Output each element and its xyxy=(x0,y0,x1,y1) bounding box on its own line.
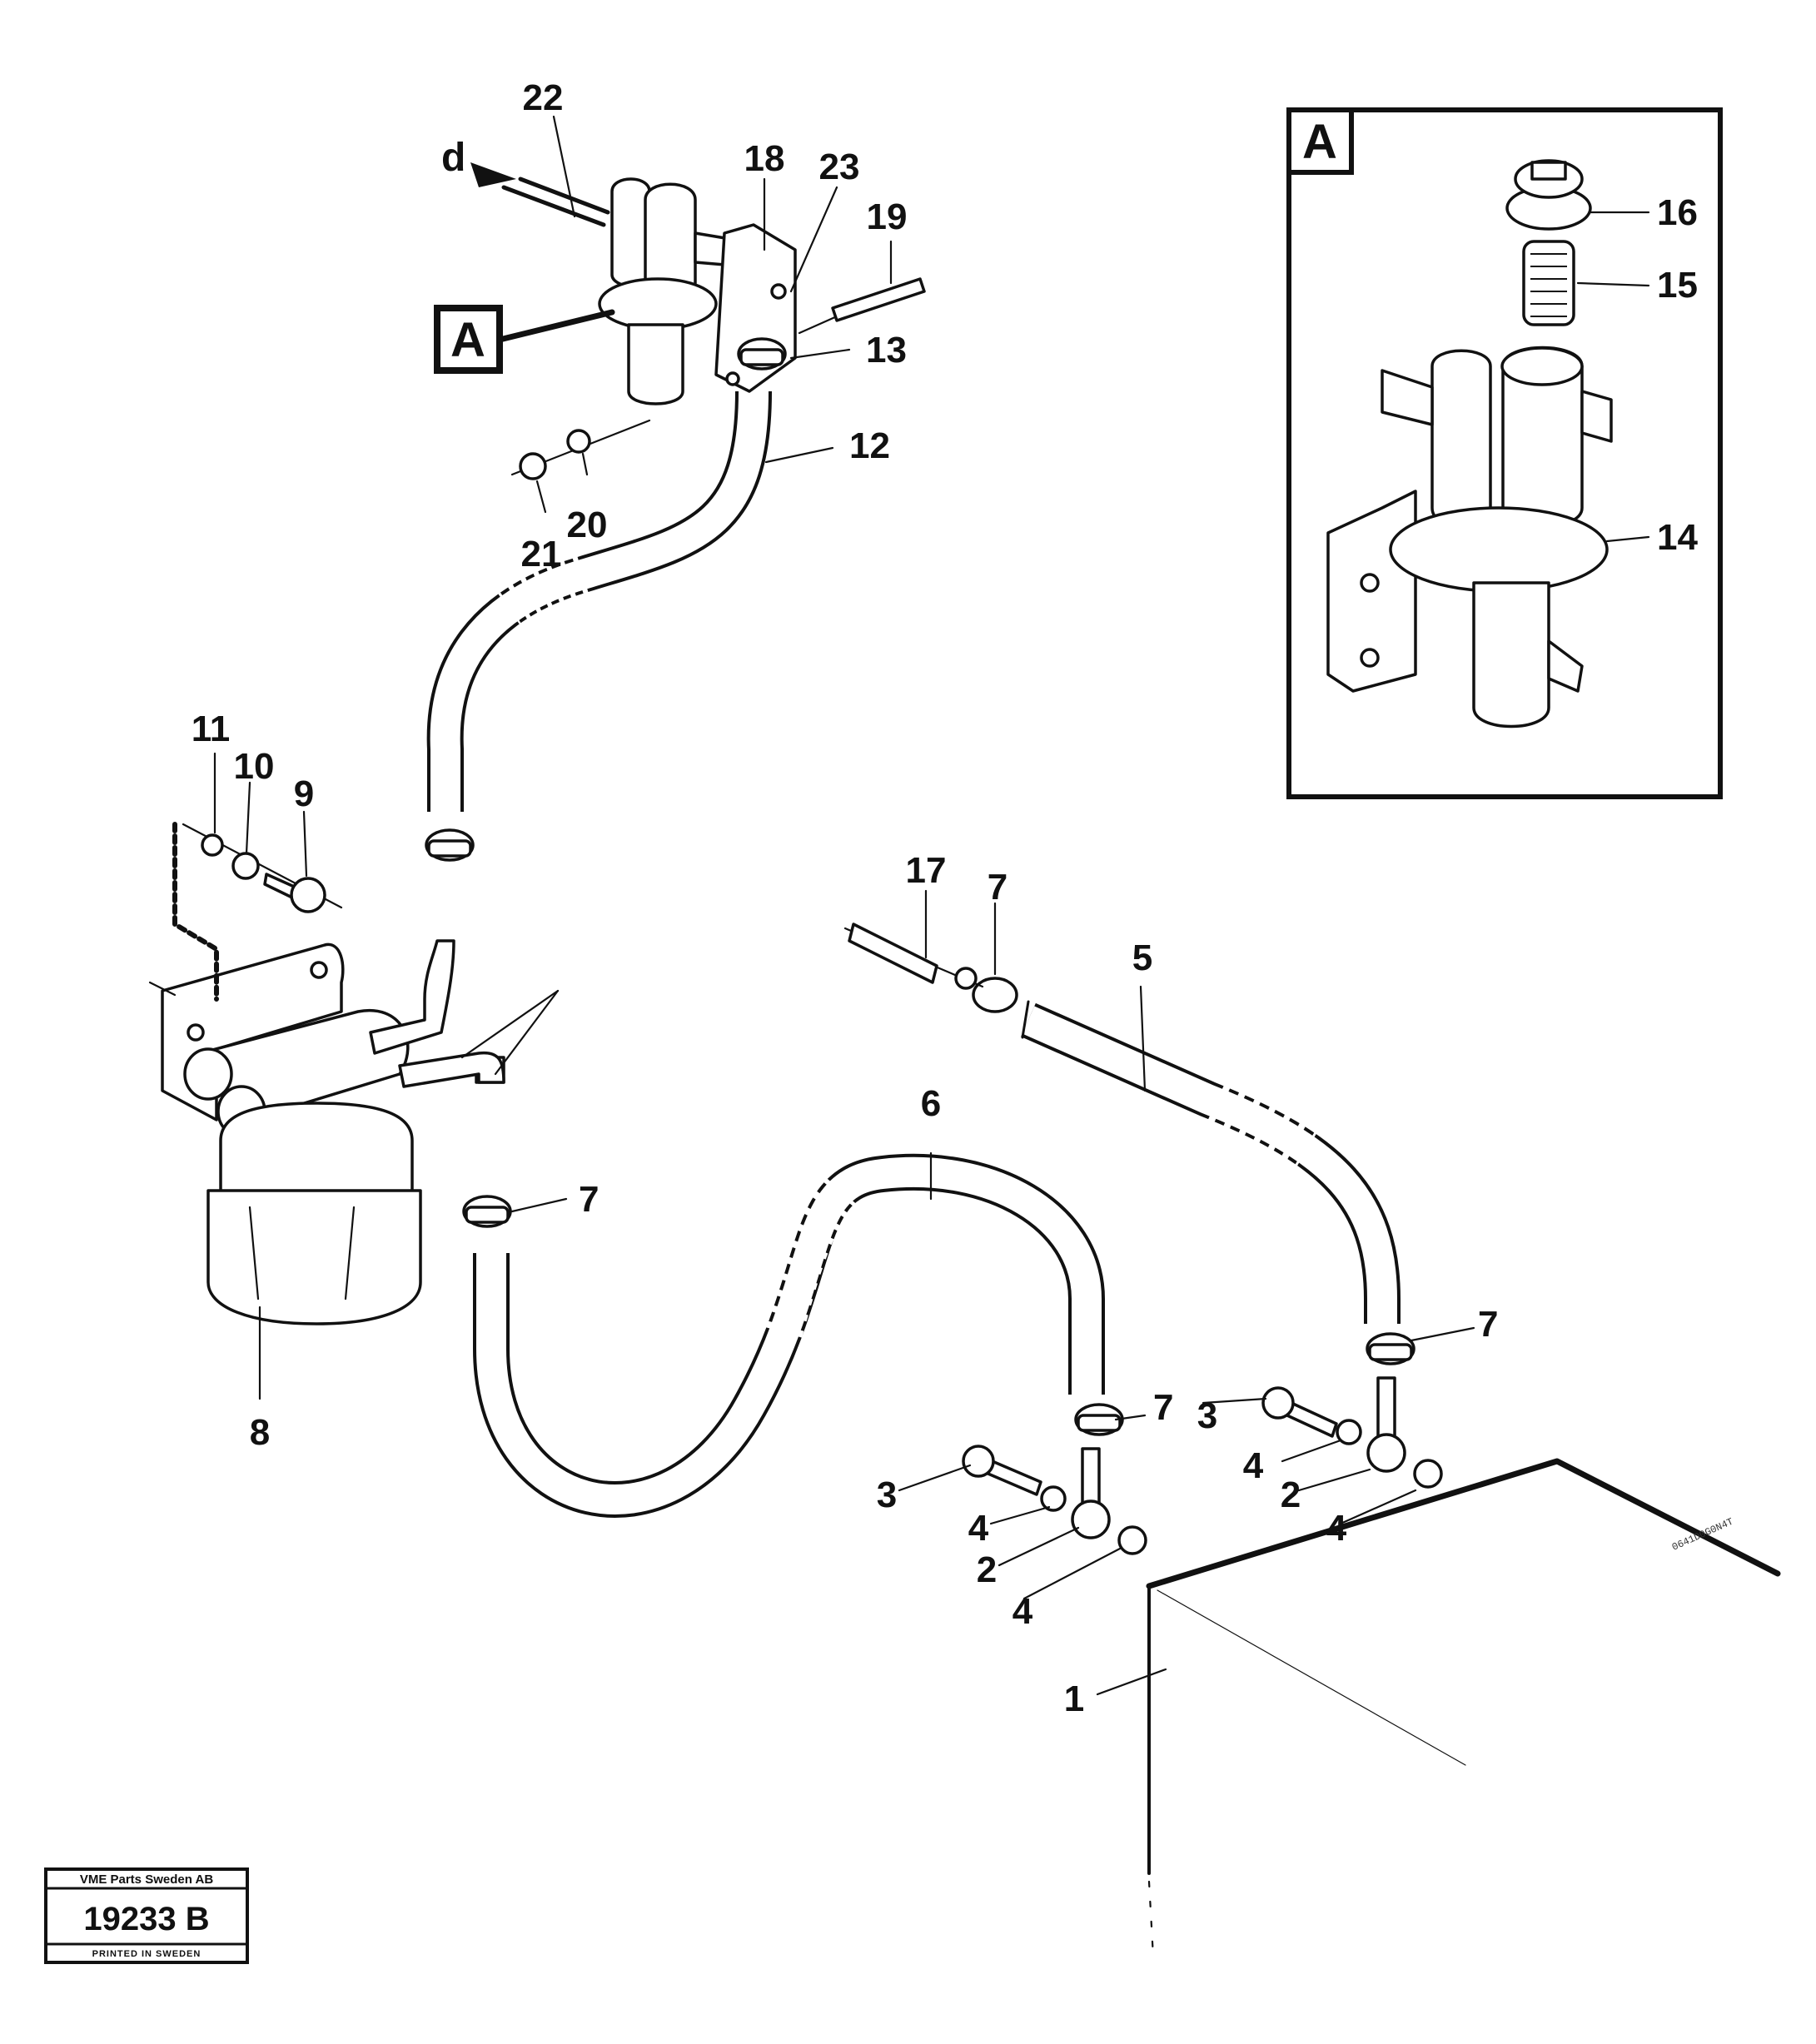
callout-23: 23 xyxy=(819,147,860,187)
callout-12: 12 xyxy=(849,425,890,466)
filter-mount-hardware xyxy=(182,823,343,913)
callout-1: 1 xyxy=(1064,1678,1084,1719)
view-marker-a-letter: A xyxy=(450,313,485,367)
clamp-13 xyxy=(737,337,787,371)
return-pipe-17 xyxy=(843,923,984,990)
callout-4-left-bottom: 4 xyxy=(1012,1591,1033,1632)
callout-3-left: 3 xyxy=(877,1475,897,1515)
flow-direction-label: d xyxy=(441,136,465,180)
fuel-filter xyxy=(148,822,505,1325)
callout-7-right: 7 xyxy=(1478,1304,1498,1345)
callout-8: 8 xyxy=(250,1412,270,1453)
callout-16: 16 xyxy=(1657,192,1698,233)
clamp-return-start xyxy=(972,977,1018,1013)
pump-hardware xyxy=(510,277,926,480)
callout-4-left-top: 4 xyxy=(968,1508,989,1549)
flow-direction-d: d xyxy=(441,136,516,187)
clamp-hose5-end xyxy=(1366,1332,1415,1365)
callout-15: 15 xyxy=(1657,265,1698,306)
callout-numbers: 22 18 23 19 13 12 20 21 11 10 9 8 7 17 7… xyxy=(192,77,1699,1719)
callout-17: 17 xyxy=(906,850,947,891)
fuel-pump xyxy=(501,177,797,405)
callout-3-right: 3 xyxy=(1197,1395,1217,1436)
callout-9: 9 xyxy=(294,773,314,814)
clamp-hose6-end xyxy=(1074,1403,1124,1436)
leader-lines xyxy=(213,115,1650,1696)
callout-7-return: 7 xyxy=(988,867,1008,908)
callout-5: 5 xyxy=(1132,937,1152,978)
callout-6: 6 xyxy=(921,1083,941,1124)
callout-11: 11 xyxy=(192,709,231,749)
detail-a-inset: A xyxy=(1286,107,1723,799)
callout-4-right-top: 4 xyxy=(1243,1445,1264,1486)
clamp-filter-outlet xyxy=(462,1195,512,1228)
detail-a-letter: A xyxy=(1302,115,1337,169)
tank-fitting-left xyxy=(962,1445,1147,1555)
callout-18: 18 xyxy=(744,138,785,179)
hose-12 xyxy=(426,390,772,812)
callout-10: 10 xyxy=(234,746,275,787)
callout-2-right: 2 xyxy=(1281,1475,1301,1515)
plate-number: 19233 B xyxy=(83,1901,209,1937)
callout-7-filter: 7 xyxy=(579,1179,599,1220)
callout-13: 13 xyxy=(866,330,907,371)
clamp-filter-inlet xyxy=(425,828,475,862)
hose-5 xyxy=(1021,1000,1401,1324)
callout-14: 14 xyxy=(1657,517,1698,558)
view-marker-a: A xyxy=(434,305,615,374)
callout-19: 19 xyxy=(867,196,908,237)
callout-4-right-bottom: 4 xyxy=(1326,1508,1347,1549)
callout-21: 21 xyxy=(521,534,562,574)
callout-2-left: 2 xyxy=(977,1549,997,1590)
hose-clamps xyxy=(425,337,1415,1436)
hose-6 xyxy=(473,1153,1105,1518)
plate-printed: PRINTED IN SWEDEN xyxy=(92,1949,202,1959)
plate-company: VME Parts Sweden AB xyxy=(80,1872,213,1887)
callout-7-left: 7 xyxy=(1153,1387,1173,1428)
callout-20: 20 xyxy=(567,505,608,545)
callout-22: 22 xyxy=(523,77,564,118)
tank-fitting-right xyxy=(1261,1376,1443,1489)
publisher-plate: VME Parts Sweden AB 19233 B PRINTED IN S… xyxy=(44,1867,249,1964)
fuel-tank xyxy=(1146,1458,1781,1958)
